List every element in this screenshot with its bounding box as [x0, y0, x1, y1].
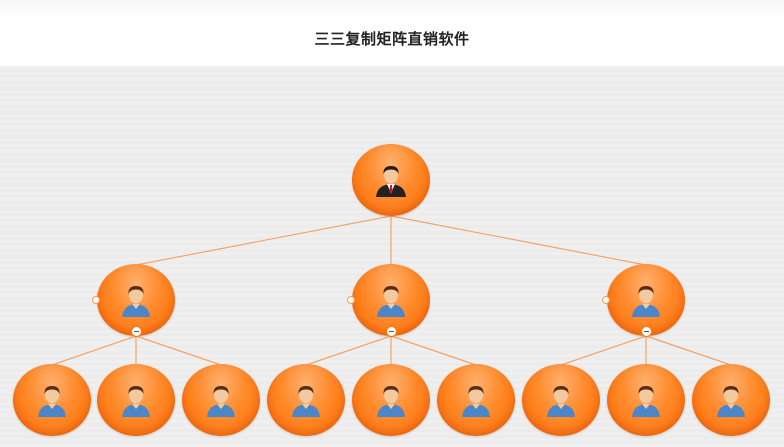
- level2-node[interactable]: [13, 364, 91, 436]
- member-person-icon: [292, 386, 320, 417]
- root-node[interactable]: [352, 144, 430, 216]
- level2-node[interactable]: [437, 364, 515, 436]
- level1-node[interactable]: [97, 264, 175, 336]
- level2-node[interactable]: [97, 364, 175, 436]
- connector-line: [560, 335, 647, 366]
- collapse-minus-icon[interactable]: [131, 326, 142, 337]
- member-person-icon: [717, 386, 745, 417]
- level2-node[interactable]: [352, 364, 430, 436]
- collapse-minus-icon[interactable]: [386, 326, 397, 337]
- node-handle[interactable]: [347, 296, 355, 304]
- member-person-icon: [377, 286, 405, 317]
- member-person-icon: [462, 386, 490, 417]
- collapse-minus-icon[interactable]: [641, 326, 652, 337]
- page-title: 三三复制矩阵直销软件: [314, 29, 470, 48]
- level2-node[interactable]: [182, 364, 260, 436]
- tree-connectors: [51, 215, 732, 366]
- level2-node[interactable]: [522, 364, 600, 436]
- member-person-icon: [632, 286, 660, 317]
- member-person-icon: [122, 286, 150, 317]
- connector-line: [390, 215, 647, 266]
- app-header: 三三复制矩阵直销软件: [0, 0, 784, 67]
- member-person-icon: [377, 386, 405, 417]
- level2-node[interactable]: [607, 364, 685, 436]
- member-person-icon: [632, 386, 660, 417]
- level1-node[interactable]: [352, 264, 430, 336]
- member-person-icon: [122, 386, 150, 417]
- manager-person-icon: [376, 166, 406, 197]
- matrix-tree-canvas: [0, 66, 784, 447]
- node-handle[interactable]: [92, 296, 100, 304]
- level2-node[interactable]: [692, 364, 770, 436]
- level2-node[interactable]: [267, 364, 345, 436]
- member-person-icon: [207, 386, 235, 417]
- connector-line: [135, 335, 222, 366]
- connector-line: [305, 335, 392, 366]
- connector-line: [645, 335, 732, 366]
- member-person-icon: [547, 386, 575, 417]
- member-person-icon: [38, 386, 66, 417]
- connector-line: [135, 215, 392, 266]
- level1-node[interactable]: [607, 264, 685, 336]
- node-handle[interactable]: [602, 296, 610, 304]
- connector-line: [51, 335, 137, 366]
- connector-line: [390, 335, 477, 366]
